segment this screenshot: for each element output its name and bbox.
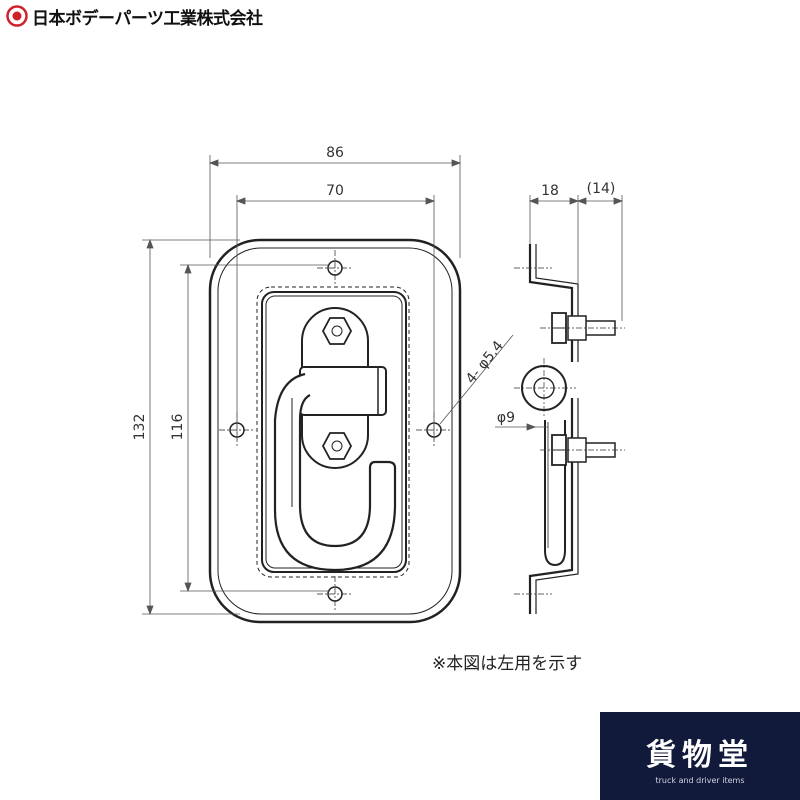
shop-tagline: truck and driver items bbox=[655, 776, 745, 785]
dim-pin-diameter: φ9 bbox=[497, 410, 515, 426]
recess-dashed-outline bbox=[256, 286, 410, 578]
side-view bbox=[521, 244, 616, 614]
dim-overall-width: 86 bbox=[326, 145, 344, 161]
side-dimensions bbox=[495, 195, 624, 431]
dim-hole-spacing-height: 116 bbox=[170, 414, 186, 441]
dim-side-depth: 18 bbox=[541, 183, 559, 199]
bolt-head-bottom bbox=[321, 432, 353, 460]
dim-overall-height: 132 bbox=[132, 414, 148, 441]
front-dimensions bbox=[142, 155, 514, 616]
dim-hole-callout: 4- φ5.4 bbox=[463, 338, 507, 387]
manufacturer-brand: 日本ボデーパーツ工業株式会社 bbox=[6, 4, 263, 29]
side-center-lines bbox=[514, 267, 625, 595]
dim-hole-spacing-width: 70 bbox=[326, 183, 344, 199]
brand-mark-icon bbox=[6, 5, 28, 27]
front-view bbox=[208, 238, 462, 624]
manufacturer-name: 日本ボデーパーツ工業株式会社 bbox=[32, 8, 263, 29]
shop-name: 貨物堂 bbox=[646, 738, 754, 773]
dim-side-projection: (14) bbox=[587, 181, 616, 197]
shop-logo: 貨物堂 truck and driver items bbox=[600, 712, 800, 800]
recess-outline bbox=[261, 291, 407, 573]
bolt-head-top bbox=[321, 317, 353, 345]
hook-outer bbox=[273, 372, 397, 572]
hinge-pin bbox=[299, 366, 387, 416]
base-plate-inner-edge bbox=[217, 247, 453, 615]
base-plate-outline bbox=[208, 238, 462, 624]
drawing-note: ※本図は左用を示す bbox=[432, 654, 583, 674]
